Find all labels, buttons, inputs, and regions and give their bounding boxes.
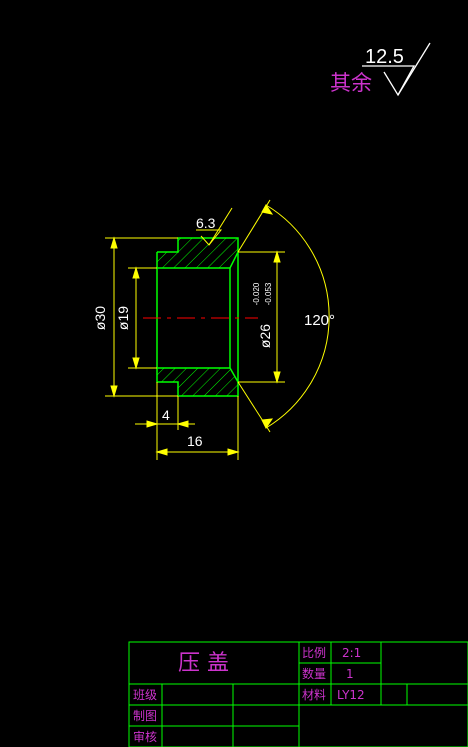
arrow-overall-left bbox=[155, 448, 168, 456]
od-dimension-text: ø30 bbox=[92, 306, 108, 330]
flange-dimension-text: 4 bbox=[162, 407, 170, 423]
dimension-texts: ø30 ø19 ø26 -0.020 -0.053 120° 4 16 6.3 bbox=[92, 215, 335, 449]
arrow-flange-left bbox=[146, 420, 159, 428]
checked-label: 审核 bbox=[133, 729, 157, 744]
overall-dimension-text: 16 bbox=[187, 433, 203, 449]
scale-value: 2:1 bbox=[342, 646, 361, 660]
arrow-flange-right bbox=[176, 420, 189, 428]
material-label: 材料 bbox=[302, 688, 326, 702]
arrow-bore-bottom bbox=[132, 357, 140, 370]
roughness-tail-line bbox=[397, 42, 431, 96]
title-block-texts: 压 盖 比例 2:1 数量 1 材料 LY12 班级 制图 审核 bbox=[133, 646, 365, 744]
arrow-od-top bbox=[110, 236, 118, 249]
fit-dimension-text: ø26 bbox=[257, 324, 273, 348]
fit-lower-deviation: -0.053 bbox=[264, 282, 273, 305]
angle-arc bbox=[265, 204, 330, 429]
part-name-text: 压 盖 bbox=[178, 651, 229, 676]
title-block bbox=[128, 641, 468, 747]
bore-roughness-tail bbox=[208, 207, 233, 246]
general-roughness-value: 12.5 bbox=[365, 46, 404, 68]
general-roughness-symbol: 12.5 其余 bbox=[330, 42, 431, 97]
drawn-label: 制图 bbox=[133, 709, 157, 723]
arrow-overall-right bbox=[227, 448, 240, 456]
general-roughness-label: 其余 bbox=[330, 71, 372, 95]
qty-label: 数量 bbox=[302, 666, 326, 681]
arrow-fit-bottom bbox=[273, 371, 281, 384]
dimension-lines bbox=[105, 199, 330, 460]
arrow-angle-top bbox=[261, 204, 274, 215]
angle-dimension-text: 120° bbox=[304, 312, 335, 329]
bore-roughness-icon bbox=[196, 229, 223, 246]
class-label: 班级 bbox=[133, 688, 157, 702]
arrow-od-bottom bbox=[110, 385, 118, 398]
part-section-view bbox=[143, 237, 258, 397]
arrow-angle-bottom bbox=[261, 418, 274, 429]
arrow-fit-top bbox=[273, 250, 281, 263]
chamfer-top bbox=[229, 251, 239, 269]
top-hatch-region bbox=[157, 238, 238, 268]
scale-label: 比例 bbox=[302, 646, 326, 660]
arrow-bore-top bbox=[132, 266, 140, 279]
bore-roughness-value: 6.3 bbox=[196, 215, 216, 231]
bottom-hatch-region bbox=[157, 368, 238, 396]
chamfer-bottom bbox=[229, 367, 239, 383]
roughness-triangle-icon bbox=[362, 65, 416, 97]
fit-upper-deviation: -0.020 bbox=[252, 282, 261, 305]
material-value: LY12 bbox=[337, 688, 365, 702]
bore-dimension-text: ø19 bbox=[115, 306, 131, 330]
qty-value: 1 bbox=[346, 667, 354, 681]
